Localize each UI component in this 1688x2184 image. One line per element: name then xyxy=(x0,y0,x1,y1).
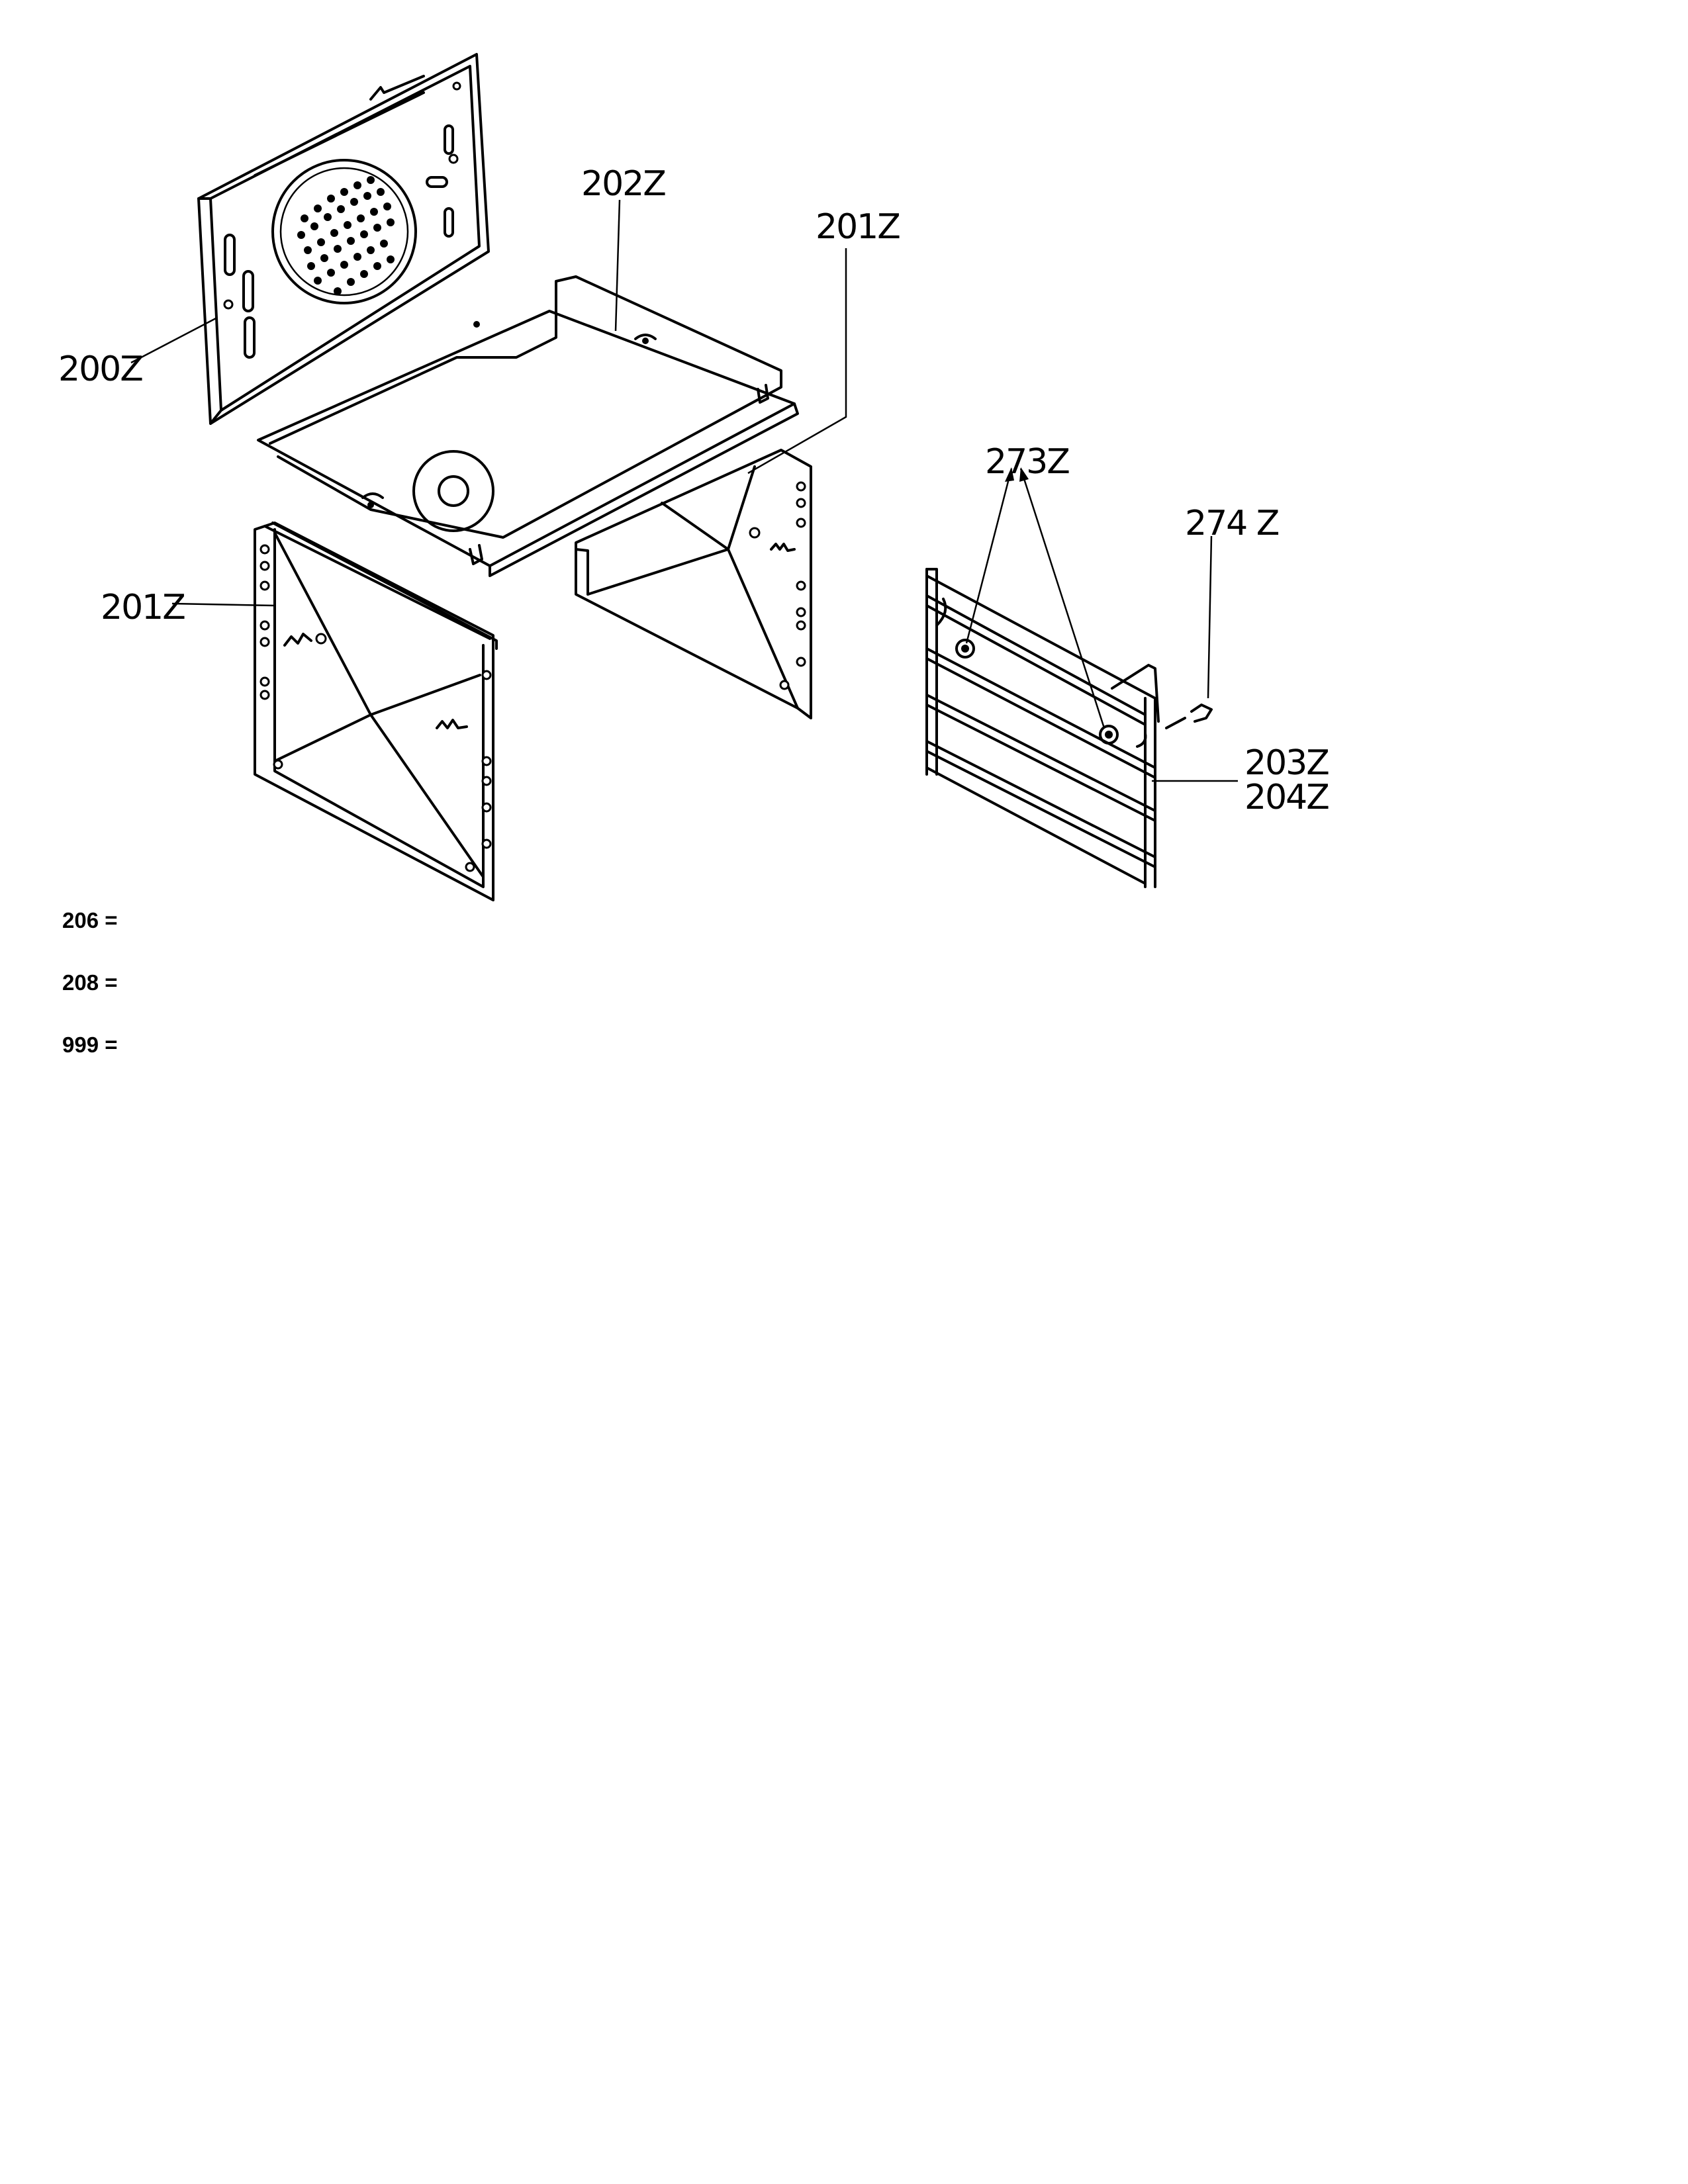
side-panel-left-201z xyxy=(254,522,498,901)
legend-item-208: 208 = xyxy=(62,970,118,995)
callout-203z: 203Z xyxy=(1244,743,1329,783)
callout-273z: 273Z xyxy=(985,442,1069,482)
side-panel-right-201z xyxy=(575,449,812,719)
leader-lines xyxy=(130,199,1238,782)
legend-item-999: 999 = xyxy=(62,1032,118,1057)
rear-panel-200z xyxy=(197,53,490,425)
top-panel-202z xyxy=(257,275,799,577)
exploded-parts-diagram: 200Z 202Z 201Z 201Z 273Z 274 Z 203Z 204Z xyxy=(58,53,1330,901)
callout-201z-left: 201Z xyxy=(101,588,185,627)
callout-201z-right: 201Z xyxy=(816,207,900,247)
callout-204z: 204Z xyxy=(1244,778,1329,817)
shelf-runner-rack-203z-204z xyxy=(925,568,1213,888)
callout-200z: 200Z xyxy=(58,349,142,389)
legend-item-206: 206 = xyxy=(62,908,118,933)
callout-202z: 202Z xyxy=(581,164,665,204)
callout-274z: 274 Z xyxy=(1185,504,1279,543)
